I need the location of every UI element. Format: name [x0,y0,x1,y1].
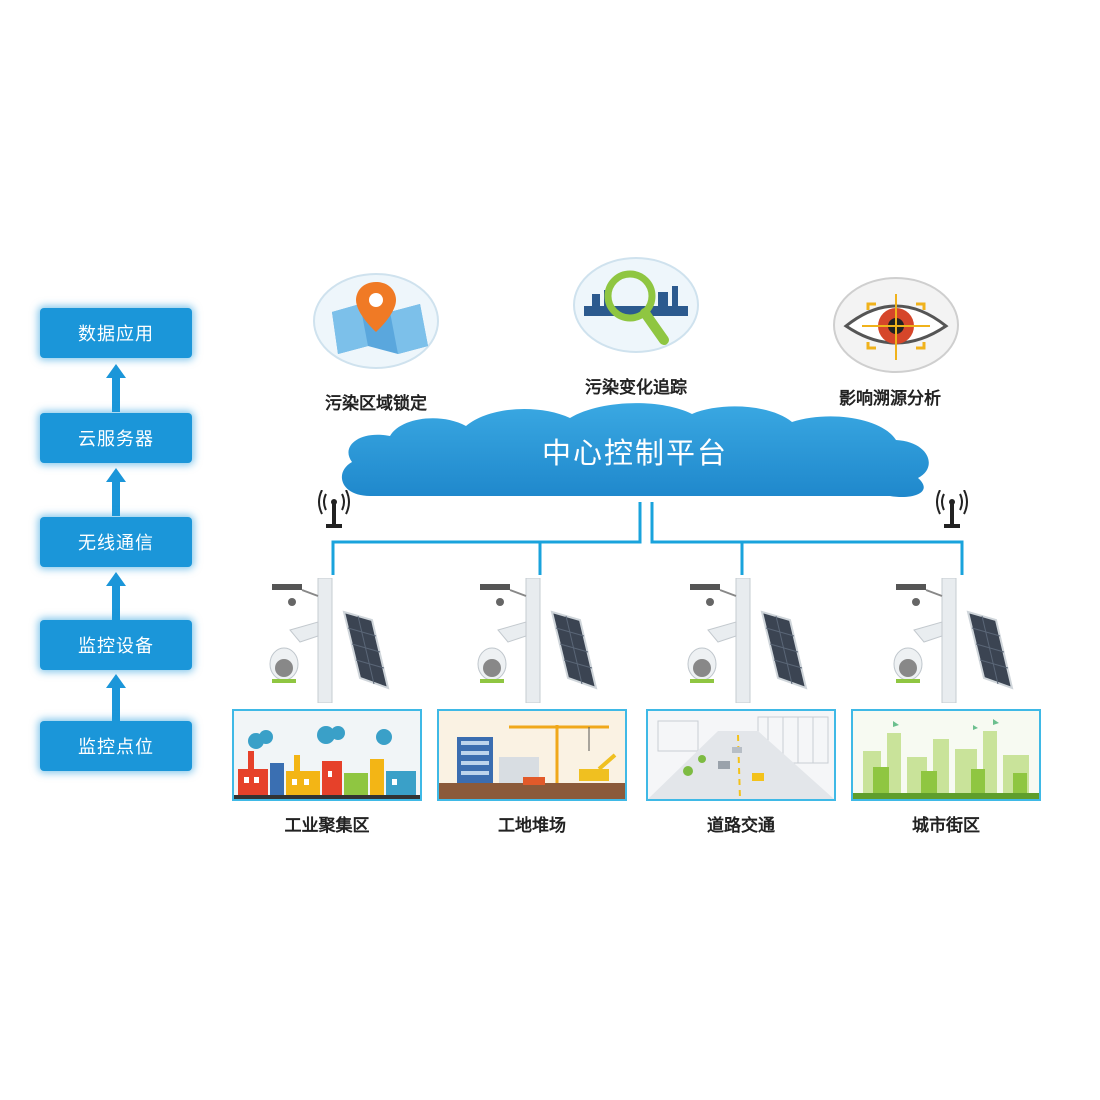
up-arrow-icon [106,572,126,620]
monitor-pole-icon [269,578,390,703]
scene-label-construction: 工地堆场 [498,816,566,836]
eye-target-icon [833,277,959,373]
feature-label-track: 污染变化追踪 [585,378,687,398]
monitor-pole-icon [687,578,808,703]
city-icon [853,711,1039,799]
scene-city [851,709,1041,801]
up-arrow-icon [106,468,126,516]
scene-label-traffic: 道路交通 [707,816,775,836]
monitor-pole-icon [893,578,1014,703]
road-icon [648,711,834,799]
feature-label-lock: 污染区域锁定 [325,394,427,414]
magnifier-icon [573,257,699,353]
stack-item-monitor-point: 监控点位 [40,721,192,771]
cloud-title: 中心控制平台 [541,436,728,470]
scene-label-city: 城市街区 [912,816,980,836]
feature-label-trace: 影响溯源分析 [839,389,941,409]
scene-label-industrial: 工业聚集区 [284,816,370,836]
stack-item-monitor-device: 监控设备 [40,620,192,670]
stack-item-data-application: 数据应用 [40,308,192,358]
map-pin-icon [313,273,439,369]
stack-item-wireless: 无线通信 [40,517,192,567]
monitor-pole-icon [477,578,598,703]
factory-icon [234,711,420,799]
stack-item-cloud-server: 云服务器 [40,413,192,463]
scene-traffic [646,709,836,801]
construction-icon [439,711,625,799]
antenna-icon [936,490,968,528]
scene-construction [437,709,627,801]
scene-industrial [232,709,422,801]
cloud-shape [341,403,929,498]
antenna-icon [318,490,350,528]
up-arrow-icon [106,364,126,412]
up-arrow-icon [106,674,126,722]
